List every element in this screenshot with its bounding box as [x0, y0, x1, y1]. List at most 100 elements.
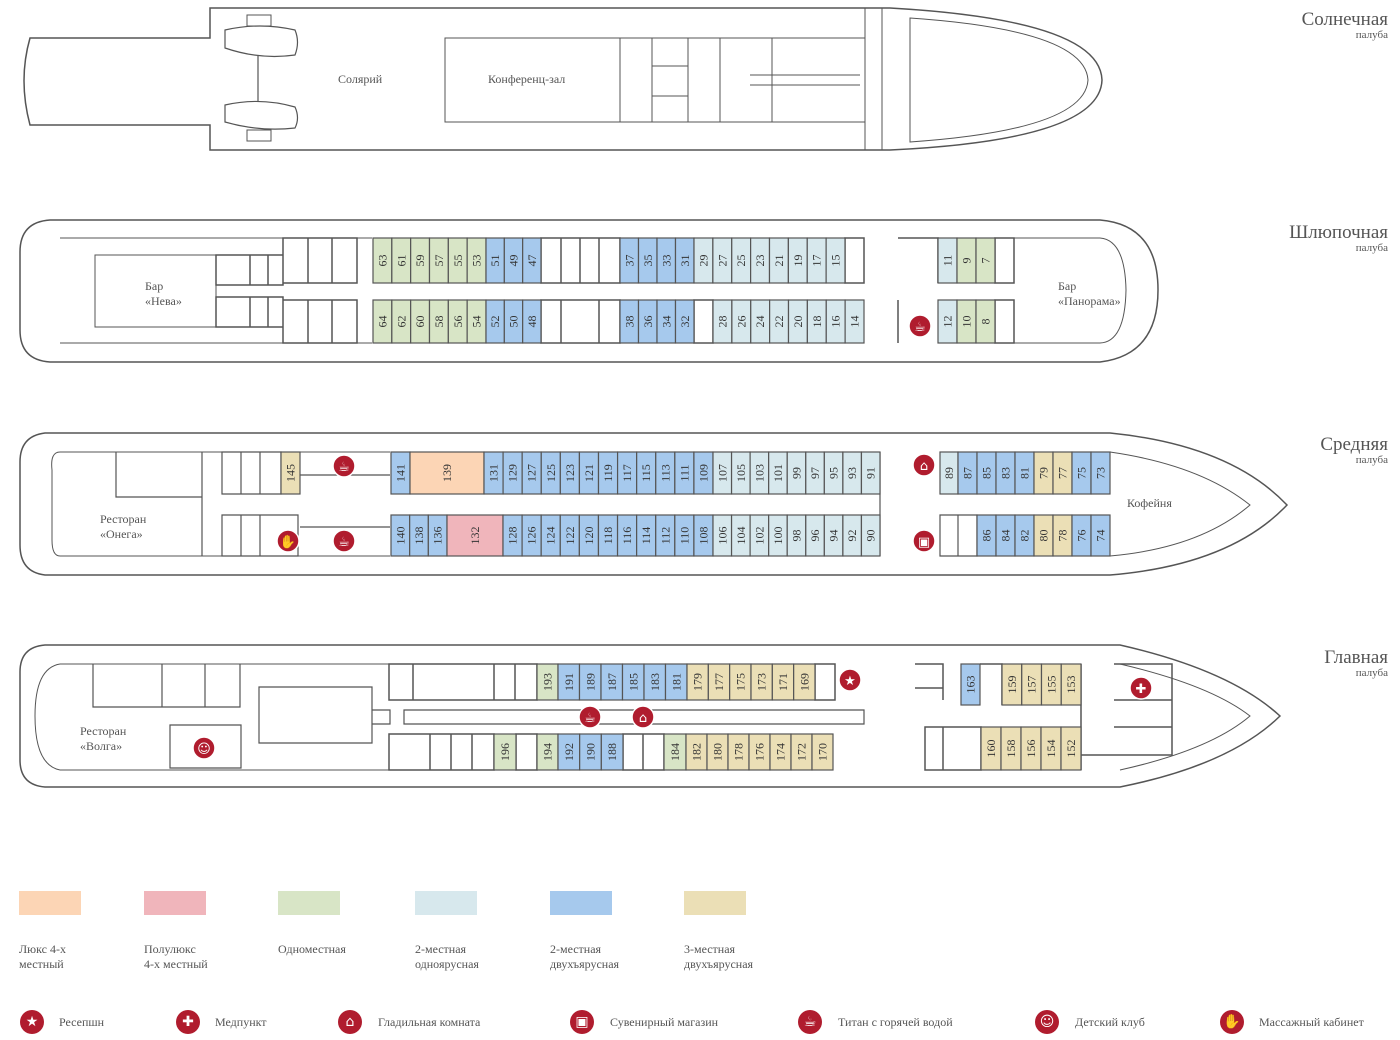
- svg-text:▣: ▣: [918, 535, 930, 550]
- cabin-number: 128: [506, 527, 520, 545]
- cabin-74[interactable]: [1090, 514, 1111, 557]
- cabin-163[interactable]: [960, 663, 981, 706]
- cabin-90[interactable]: [860, 514, 881, 557]
- cabin-number: 102: [752, 527, 766, 545]
- cabin-number: 22: [772, 316, 786, 328]
- deck-name: Главная: [1324, 647, 1388, 668]
- middle-deck: Ресторан «Онега» Кофейня: [19, 432, 1289, 576]
- cabin-number: 169: [797, 673, 811, 691]
- cabin-number: 35: [641, 255, 655, 267]
- cabin-number: 145: [284, 464, 298, 482]
- cabin-number: 49: [507, 255, 521, 267]
- cabin-14[interactable]: [844, 299, 865, 344]
- cabin-number: 12: [941, 316, 955, 328]
- cabin-number: 157: [1025, 676, 1039, 694]
- icon-legend-label: Детский клуб: [1075, 1015, 1145, 1029]
- cabin-number: 98: [790, 530, 804, 542]
- cabin-91[interactable]: [860, 451, 881, 495]
- cabin-number: 104: [734, 527, 748, 545]
- cabin-number: 75: [1075, 467, 1089, 479]
- cabin-number: 74: [1094, 530, 1108, 542]
- cabin-number: 99: [790, 467, 804, 479]
- iron-icon: ⌂: [338, 1010, 362, 1034]
- cabin-152[interactable]: [1060, 726, 1082, 771]
- room-bar-neva-name: «Нева»: [145, 294, 182, 308]
- svg-text:✚: ✚: [1136, 682, 1147, 697]
- cabin-number: 14: [848, 316, 862, 328]
- cabin-number: 24: [753, 316, 767, 328]
- cabin-number: 160: [984, 740, 998, 758]
- cabin-number: 170: [816, 743, 830, 761]
- cabin-number: 27: [715, 255, 729, 267]
- cabin-15[interactable]: [825, 237, 846, 284]
- room-cafe: Кофейня: [1127, 496, 1172, 510]
- cabin-number: 192: [562, 743, 576, 761]
- cabin-153[interactable]: [1060, 663, 1082, 706]
- cabin-number: 32: [678, 316, 692, 328]
- cabin-48[interactable]: [522, 299, 542, 344]
- cabin-number: 51: [488, 255, 502, 267]
- cabin-number: 105: [734, 464, 748, 482]
- cabin-number: 180: [711, 743, 725, 761]
- cabin-number: 159: [1005, 676, 1019, 694]
- cabin-number: 193: [541, 673, 555, 691]
- svg-text:✋: ✋: [280, 534, 296, 550]
- cabin-139[interactable]: [409, 451, 485, 495]
- cabin-169[interactable]: [793, 663, 816, 701]
- cabin-47[interactable]: [522, 237, 542, 284]
- cabin-number: 119: [601, 464, 615, 482]
- cabin-73[interactable]: [1090, 451, 1111, 495]
- cabin-number: 61: [394, 255, 408, 267]
- iron-icon: ⌂: [631, 705, 655, 729]
- cabin-number: 187: [605, 673, 619, 691]
- cabin-number: 63: [375, 255, 389, 267]
- cabin-7[interactable]: [975, 237, 996, 284]
- cabin-number: 28: [715, 316, 729, 328]
- deck-sub: палуба: [1355, 29, 1388, 41]
- cabin-number: 153: [1064, 676, 1078, 694]
- cabin-number: 53: [470, 255, 484, 267]
- cabin-number: 118: [601, 527, 615, 545]
- room-restaurant-volga-label: Ресторан: [80, 724, 127, 738]
- cabin-number: 141: [394, 464, 408, 482]
- legend-swatch-semilux: [144, 891, 206, 915]
- map-icons: ☕☕☕✋⌂▣★☕⌂✚☺: [192, 314, 1153, 760]
- cabin-number: 93: [845, 467, 859, 479]
- room-bar-panorama-label: Бар: [1058, 279, 1076, 293]
- room-restaurant-onega-name: «Онега»: [100, 527, 143, 541]
- cabin-32[interactable]: [674, 299, 695, 344]
- cabin-number: 152: [1064, 740, 1078, 758]
- cabin-number: 20: [791, 316, 805, 328]
- cup-icon: ☕: [578, 705, 602, 729]
- cabin-number: 81: [1018, 467, 1032, 479]
- cabin-145[interactable]: [280, 451, 301, 495]
- svg-text:⌂: ⌂: [920, 459, 928, 474]
- cabin-number: 140: [393, 527, 407, 545]
- icon-legend-label: Массажный кабинет: [1259, 1015, 1364, 1029]
- cabin-number: 189: [583, 673, 597, 691]
- cabin-number: 55: [451, 255, 465, 267]
- cabin-number: 19: [791, 255, 805, 267]
- cabin-number: 175: [733, 673, 747, 691]
- cabin-number: 96: [808, 530, 822, 542]
- cabin-number: 106: [715, 527, 729, 545]
- cabin-number: 64: [375, 316, 389, 328]
- cabin-number: 176: [753, 743, 767, 761]
- cabin-number: 80: [1037, 530, 1051, 542]
- gift-icon: ▣: [912, 529, 936, 553]
- cabin-number: 127: [525, 464, 539, 482]
- legend-swatch-triple: [684, 891, 746, 915]
- cabin-number: 82: [1018, 530, 1032, 542]
- cabin-8[interactable]: [975, 299, 996, 344]
- cabin-170[interactable]: [811, 733, 834, 771]
- icon-legend-label: Ресепшн: [59, 1015, 105, 1029]
- cabin-number: 79: [1037, 467, 1051, 479]
- cabin-196[interactable]: [493, 733, 517, 771]
- cabin-number: 36: [641, 316, 655, 328]
- cabin-number: 25: [734, 255, 748, 267]
- legend-swatch-twin_bunk: [550, 891, 612, 915]
- cabin-number: 179: [691, 673, 705, 691]
- cabin-number: 112: [658, 527, 672, 545]
- cabin-188[interactable]: [600, 733, 624, 771]
